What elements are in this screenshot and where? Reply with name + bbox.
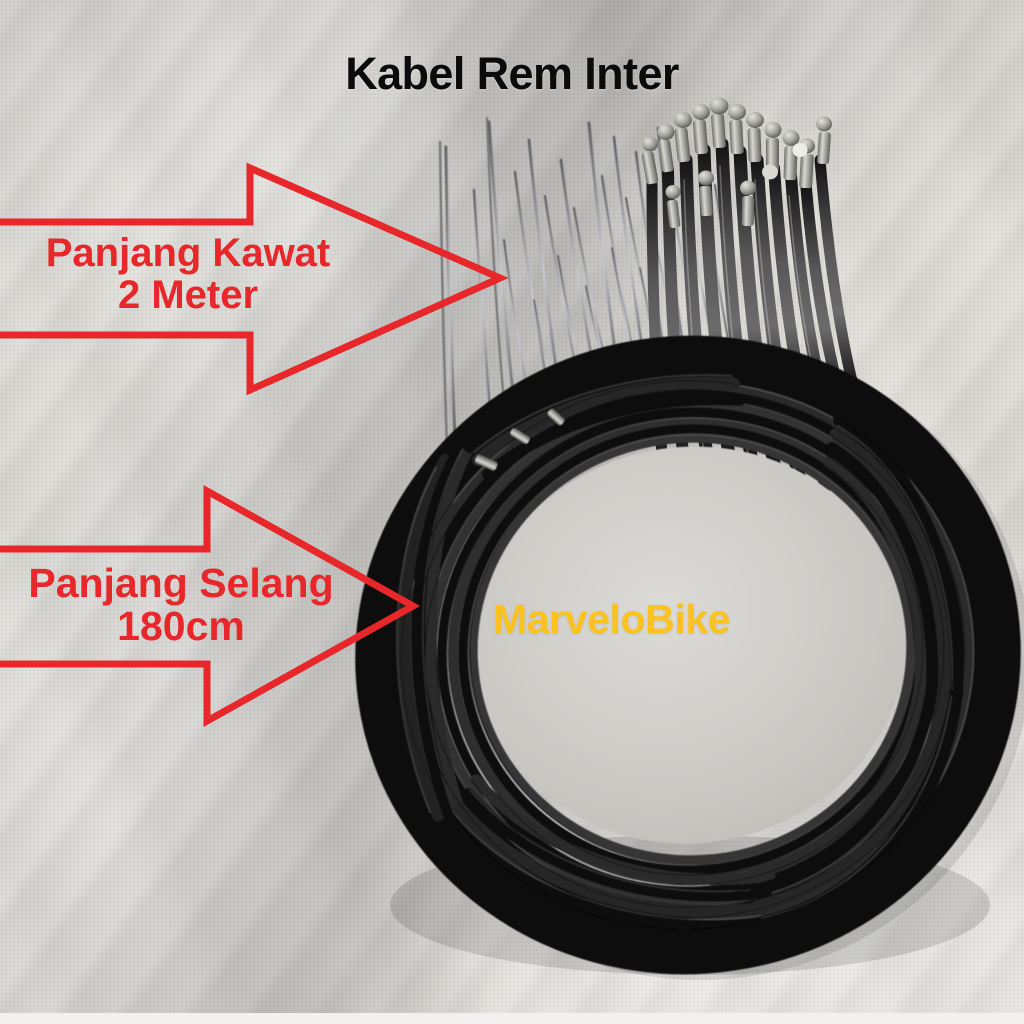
cable-end-cluster <box>641 97 832 229</box>
annotation-label-selang-line1: Panjang Selang <box>28 560 334 606</box>
watermark-text: MarveloBike <box>493 596 731 642</box>
annotation-arrows <box>0 162 509 727</box>
arrow-kawat-shape <box>0 162 509 396</box>
annotation-label-selang: Panjang Selang 180cm <box>2 560 360 650</box>
annotation-label-kawat-line2: 2 Meter <box>117 273 259 318</box>
annotation-label-kawat: Panjang Kawat 2 Meter <box>8 232 368 317</box>
arrow-selang-shape <box>0 485 421 727</box>
background-bottom-strip <box>0 1013 1024 1024</box>
page-title: Kabel Rem Inter <box>345 48 679 99</box>
annotation-label-kawat-line1: Panjang Kawat <box>45 231 331 275</box>
annotation-label-selang-line2: 180cm <box>117 603 245 650</box>
cable-coil <box>355 335 1021 975</box>
